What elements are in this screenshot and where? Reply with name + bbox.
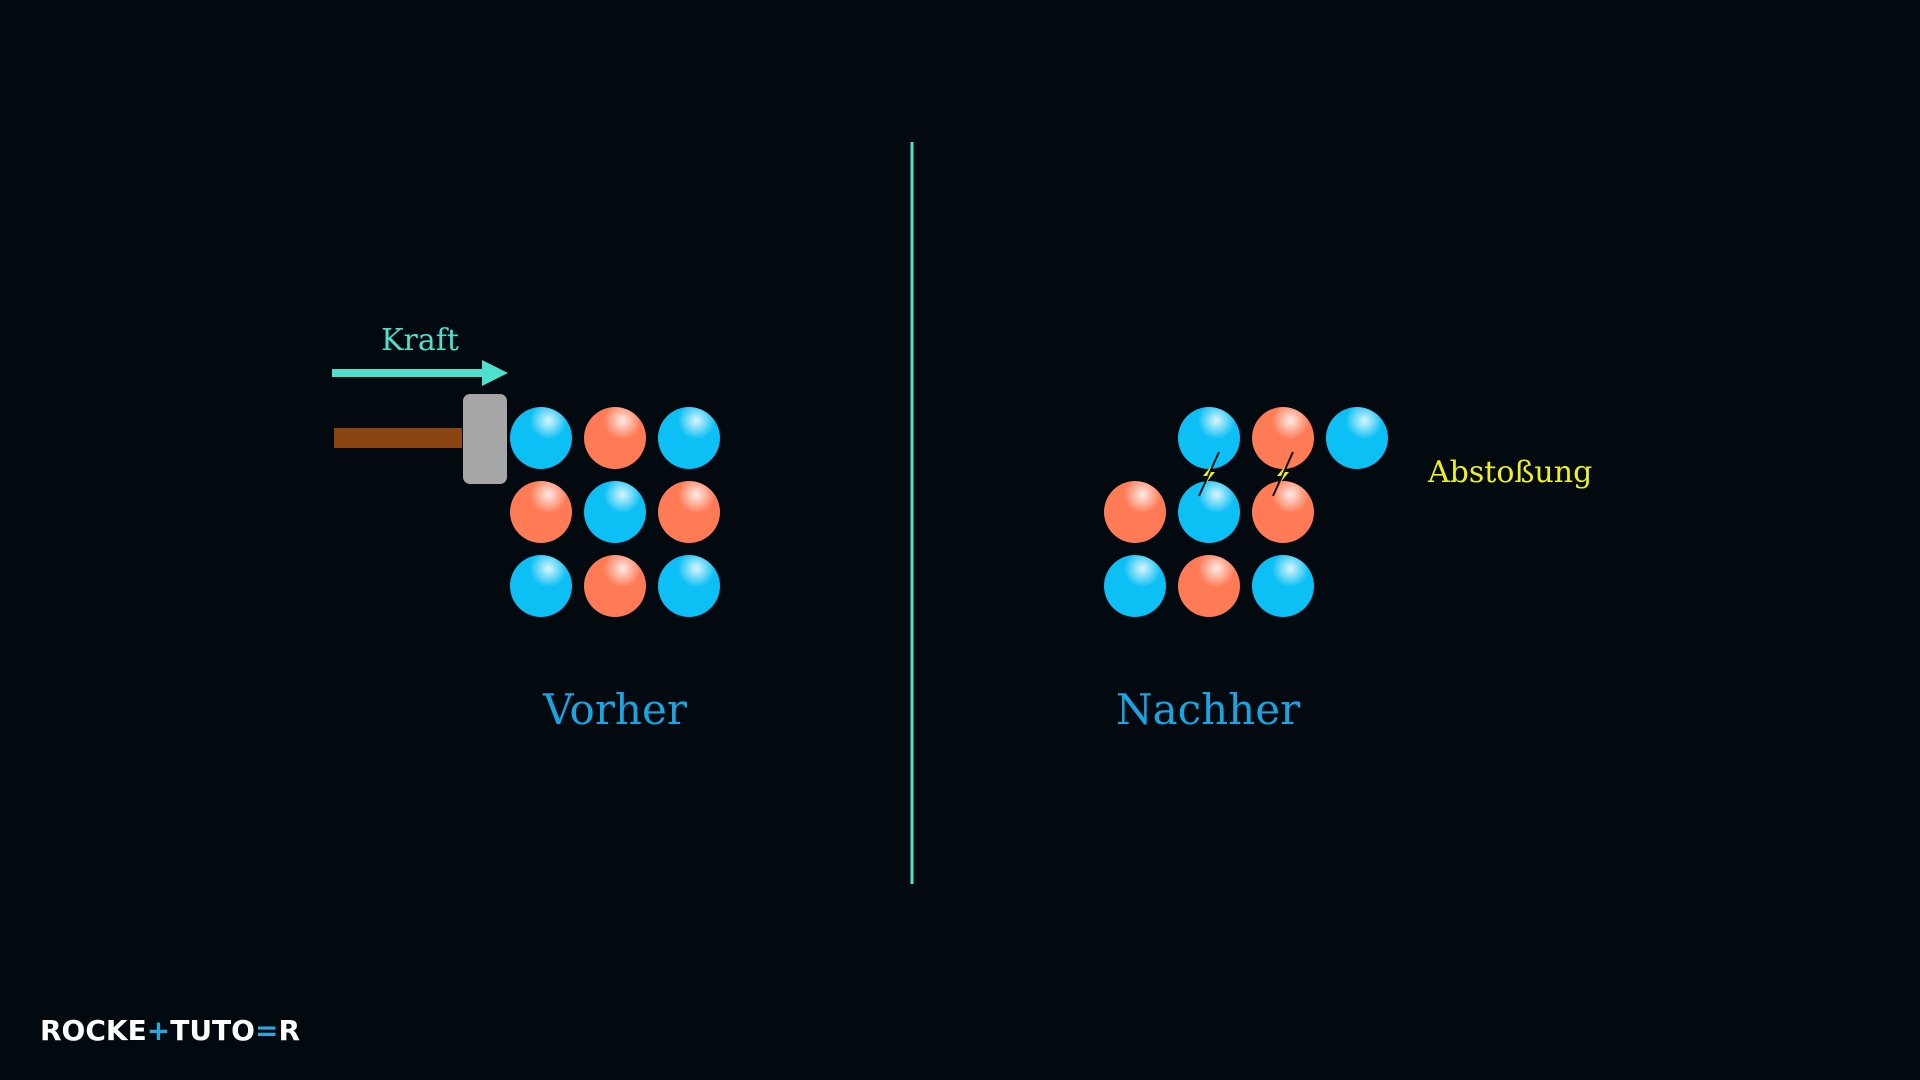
after-ion-blue [1178, 481, 1240, 543]
logo-part1: ROCKE [40, 1014, 147, 1047]
hammer [334, 394, 507, 484]
logo-part2: TUTO [170, 1014, 255, 1047]
before-ion-blue [510, 555, 572, 617]
before-panel: Kraft Vorher [332, 323, 720, 734]
before-ion-blue [658, 407, 720, 469]
hammer-handle [334, 428, 462, 448]
after-ion-blue [1178, 407, 1240, 469]
before-ion-orange [510, 481, 572, 543]
lightning-bolt-icon [1198, 451, 1220, 497]
force-label: Kraft [381, 323, 459, 358]
after-ion-orange [1104, 481, 1166, 543]
before-ion-blue [584, 481, 646, 543]
ion-lattice-after [1104, 407, 1388, 617]
after-ion-blue [1104, 555, 1166, 617]
lightning-bolt-icon [1272, 451, 1294, 497]
before-ion-orange [584, 555, 646, 617]
before-label: Vorher [542, 685, 688, 734]
repulsion-label: Abstoßung [1427, 455, 1592, 490]
before-ion-orange [658, 481, 720, 543]
logo-part3: R [278, 1014, 300, 1047]
force-arrow [332, 360, 508, 386]
after-panel: Abstoßung Nachher [1104, 407, 1592, 734]
hammer-head [463, 394, 507, 484]
logo-accent: + [147, 1014, 170, 1047]
after-label: Nachher [1116, 685, 1301, 734]
ion-lattice-before [510, 407, 720, 617]
brand-logo: ROCKE+TUTO=R [40, 1014, 300, 1047]
before-ion-orange [584, 407, 646, 469]
before-ion-blue [658, 555, 720, 617]
after-ion-blue [1252, 555, 1314, 617]
logo-accent2: = [255, 1014, 278, 1047]
after-ion-orange [1178, 555, 1240, 617]
after-ion-blue [1326, 407, 1388, 469]
after-ion-orange [1252, 407, 1314, 469]
repulsion-bolts [1198, 451, 1294, 497]
before-ion-blue [510, 407, 572, 469]
after-ion-orange [1252, 481, 1314, 543]
